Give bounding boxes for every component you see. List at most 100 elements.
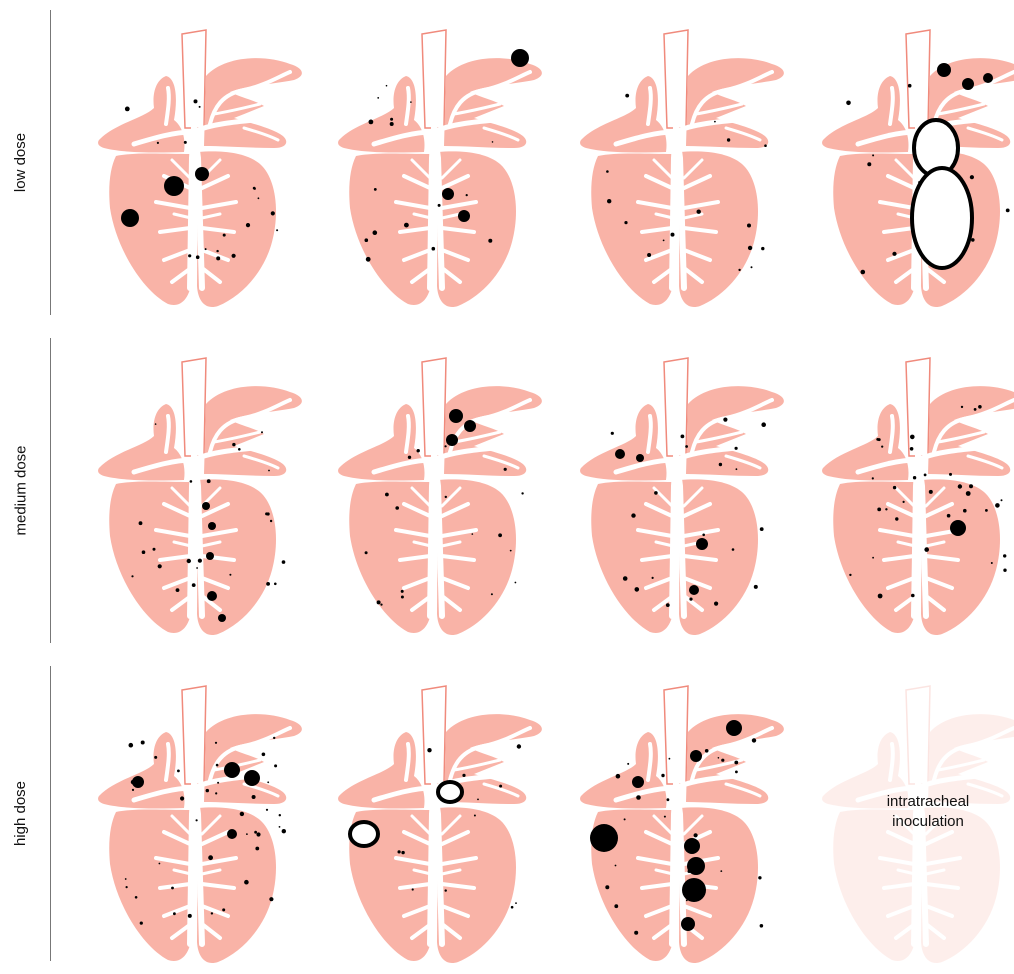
lesion-dot <box>401 851 404 854</box>
lesion-dot <box>139 521 143 525</box>
lesion-dot <box>377 600 381 604</box>
lesion-dot <box>173 912 176 915</box>
lesion-dot <box>499 785 502 788</box>
lesion-dot <box>963 509 967 513</box>
lesion-dot <box>625 94 629 98</box>
lesion-dot <box>671 233 675 237</box>
lesion-dot <box>142 550 146 554</box>
lesion-dot <box>727 138 730 141</box>
lesion <box>615 449 625 459</box>
lesion-dot <box>188 914 192 918</box>
lesion-dot <box>666 603 670 607</box>
lung-illustration <box>88 28 320 318</box>
lesion-dot <box>262 753 266 757</box>
lesion-dot <box>498 533 502 537</box>
lesion-dot <box>445 496 447 498</box>
lung-panel: intratracheal inoculation <box>812 684 1014 974</box>
lesion-dot <box>515 902 517 904</box>
lesion-dot <box>760 527 764 531</box>
lesion-dot <box>611 432 614 435</box>
lesion-dot <box>153 548 156 551</box>
lesion-dot <box>176 588 180 592</box>
lesion-dot <box>515 582 517 584</box>
lesion-dot <box>238 448 241 451</box>
lesion-dot <box>714 121 716 123</box>
lesion-dot <box>417 449 420 452</box>
lesion-dot <box>269 897 273 901</box>
lesion <box>446 434 458 446</box>
lesion-dot <box>395 506 399 510</box>
lesion-dot <box>511 906 514 909</box>
lesion-dot <box>694 833 698 837</box>
lesion-dot <box>738 269 740 271</box>
lesion-dot <box>631 513 635 517</box>
lesion-dot <box>517 744 521 748</box>
lesion-dot <box>240 812 244 816</box>
lesion <box>950 520 966 536</box>
lesion-dot <box>491 593 493 595</box>
lesion-dot <box>216 764 219 767</box>
lesion-dot <box>881 446 883 448</box>
lesion-dot <box>877 508 881 512</box>
lesion-dot <box>861 270 866 275</box>
lesion-dot <box>254 831 257 834</box>
lesion-dot <box>472 533 474 535</box>
lesion-dot <box>664 816 666 818</box>
lesion-dot <box>141 741 145 745</box>
lesion-dot <box>223 234 226 237</box>
lung-illustration <box>328 356 560 646</box>
lesion <box>590 824 618 852</box>
lung-illustration <box>570 356 802 646</box>
lesion-dot <box>390 118 393 121</box>
lesion-dot <box>751 266 753 268</box>
panel-note: intratracheal inoculation <box>812 792 1014 832</box>
lesion <box>681 917 695 931</box>
lesion-dot <box>910 435 915 440</box>
lesion-dot <box>279 814 281 816</box>
lesion <box>636 454 644 462</box>
lesion-dot <box>732 548 735 551</box>
lesion-dot <box>624 818 626 820</box>
row-divider <box>50 666 51 961</box>
lesion <box>962 78 974 90</box>
lesion <box>726 720 742 736</box>
lesion <box>224 762 240 778</box>
lesion-dot <box>187 559 191 563</box>
lesion-dot <box>190 480 193 483</box>
lesion-dot <box>720 870 722 872</box>
cavity <box>438 782 462 802</box>
lesion-dot <box>215 792 217 794</box>
lesion-dot <box>273 737 275 739</box>
lesion-dot <box>196 255 200 259</box>
lesion-dot <box>222 908 225 911</box>
lesion-dot <box>849 574 851 576</box>
lesion-dot <box>876 438 879 441</box>
lesion-dot <box>504 468 507 471</box>
lesion-dot <box>624 221 627 224</box>
lesion-dot <box>521 492 523 494</box>
lesion-dot <box>893 486 896 489</box>
lesion-dot <box>714 602 718 606</box>
lesion-dot <box>913 476 916 479</box>
lesion-dot <box>661 774 664 777</box>
lesion <box>202 502 210 510</box>
lesion-dot <box>211 912 213 914</box>
lesion-dot <box>697 210 701 214</box>
lesion-dot <box>702 534 705 537</box>
lesion-dot <box>159 863 161 865</box>
lesion-dot <box>132 789 134 791</box>
lung-panel <box>88 684 320 974</box>
lesion-dot <box>735 771 738 774</box>
lesion-dot <box>192 583 196 587</box>
lesion-dot <box>754 585 758 589</box>
row-label: medium dose <box>4 338 38 643</box>
lesion-dot <box>135 896 138 899</box>
lesion <box>244 770 260 786</box>
lesion-dot <box>764 144 767 147</box>
lesion-dot <box>217 782 219 784</box>
lesion-dot <box>232 443 235 446</box>
row-divider <box>50 338 51 643</box>
lesion-dot <box>180 796 184 800</box>
lung-panel <box>570 28 802 318</box>
lesion-dot <box>401 596 404 599</box>
